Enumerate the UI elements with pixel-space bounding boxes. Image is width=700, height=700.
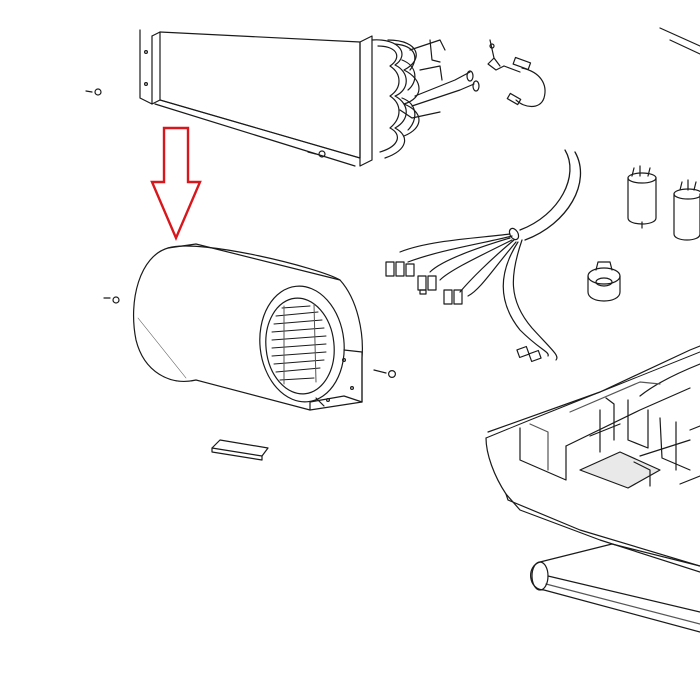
connector-icon <box>516 345 542 363</box>
housing-edge <box>659 27 700 55</box>
fan-wheel <box>271 303 327 385</box>
connector-icon <box>443 289 463 305</box>
connector-icon <box>385 261 415 277</box>
temperature-sensor <box>487 39 546 108</box>
screw-icon <box>85 88 102 96</box>
capacitor-clamp <box>587 261 621 302</box>
wiring-harness <box>385 149 582 363</box>
base-pan <box>485 345 700 633</box>
screw-icon <box>307 150 326 158</box>
capacitor-right <box>673 179 700 241</box>
connector-icon <box>417 275 437 295</box>
screw-icon <box>373 369 397 379</box>
mounting-plate <box>211 439 269 461</box>
evaporator-coil <box>85 29 480 167</box>
down-arrow-icon <box>150 126 202 242</box>
blower-fan-assembly <box>103 243 397 411</box>
capacitor-left <box>627 165 657 229</box>
screw-icon <box>103 296 120 304</box>
